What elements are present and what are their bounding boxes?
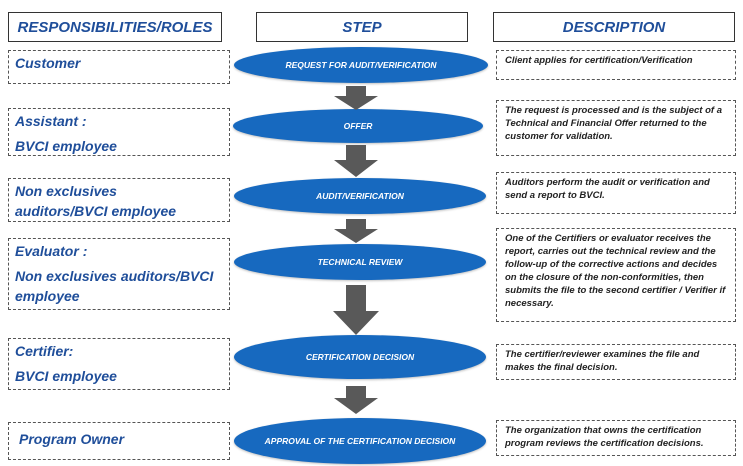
down-arrow-icon <box>334 86 378 110</box>
role-evaluator: Evaluator : Non exclusives auditors/BVCI… <box>8 238 230 310</box>
header-step: STEP <box>256 12 468 42</box>
header-description: DESCRIPTION <box>493 12 735 42</box>
role-customer: Customer <box>8 50 230 84</box>
down-arrow-icon <box>334 219 378 243</box>
description-technical-review: One of the Certifiers or evaluator recei… <box>496 228 736 322</box>
role-certifier: Certifier: BVCI employee <box>8 338 230 390</box>
role-assistant: Assistant : BVCI employee <box>8 108 230 156</box>
role-label: Assistant : <box>15 113 87 129</box>
step-technical-review: TECHNICAL REVIEW <box>234 244 486 280</box>
step-audit-verification: AUDIT/VERIFICATION <box>234 178 486 214</box>
step-approval: APPROVAL OF THE CERTIFICATION DECISION <box>234 418 486 464</box>
role-label: Certifier: <box>15 343 74 359</box>
description-approval: The organization that owns the certifica… <box>496 420 736 456</box>
step-certification-decision: CERTIFICATION DECISION <box>234 335 486 379</box>
role-label: Program Owner <box>19 431 125 447</box>
header-roles: RESPONSIBILITIES/ROLES <box>8 12 222 42</box>
role-non-exclusive-auditors: Non exclusives auditors/BVCI employee <box>8 178 230 222</box>
role-sublabel: BVCI employee <box>15 138 117 154</box>
role-sublabel: Non exclusives auditors/BVCI employee <box>15 268 214 304</box>
down-arrow-icon <box>334 386 378 414</box>
role-label: Non exclusives <box>15 183 117 199</box>
down-arrow-icon <box>333 285 379 335</box>
step-offer: OFFER <box>233 109 483 143</box>
description-audit-verification: Auditors perform the audit or verificati… <box>496 172 736 214</box>
step-request: REQUEST FOR AUDIT/VERIFICATION <box>234 47 488 83</box>
description-certification-decision: The certifier/reviewer examines the file… <box>496 344 736 380</box>
role-sublabel: auditors/BVCI employee <box>15 203 177 219</box>
role-program-owner: Program Owner <box>8 422 230 460</box>
down-arrow-icon <box>334 145 378 177</box>
role-label: Evaluator : <box>15 243 88 259</box>
description-request: Client applies for certification/Verific… <box>496 50 736 80</box>
role-sublabel: BVCI employee <box>15 368 117 384</box>
description-offer: The request is processed and is the subj… <box>496 100 736 156</box>
role-label: Customer <box>15 55 81 71</box>
